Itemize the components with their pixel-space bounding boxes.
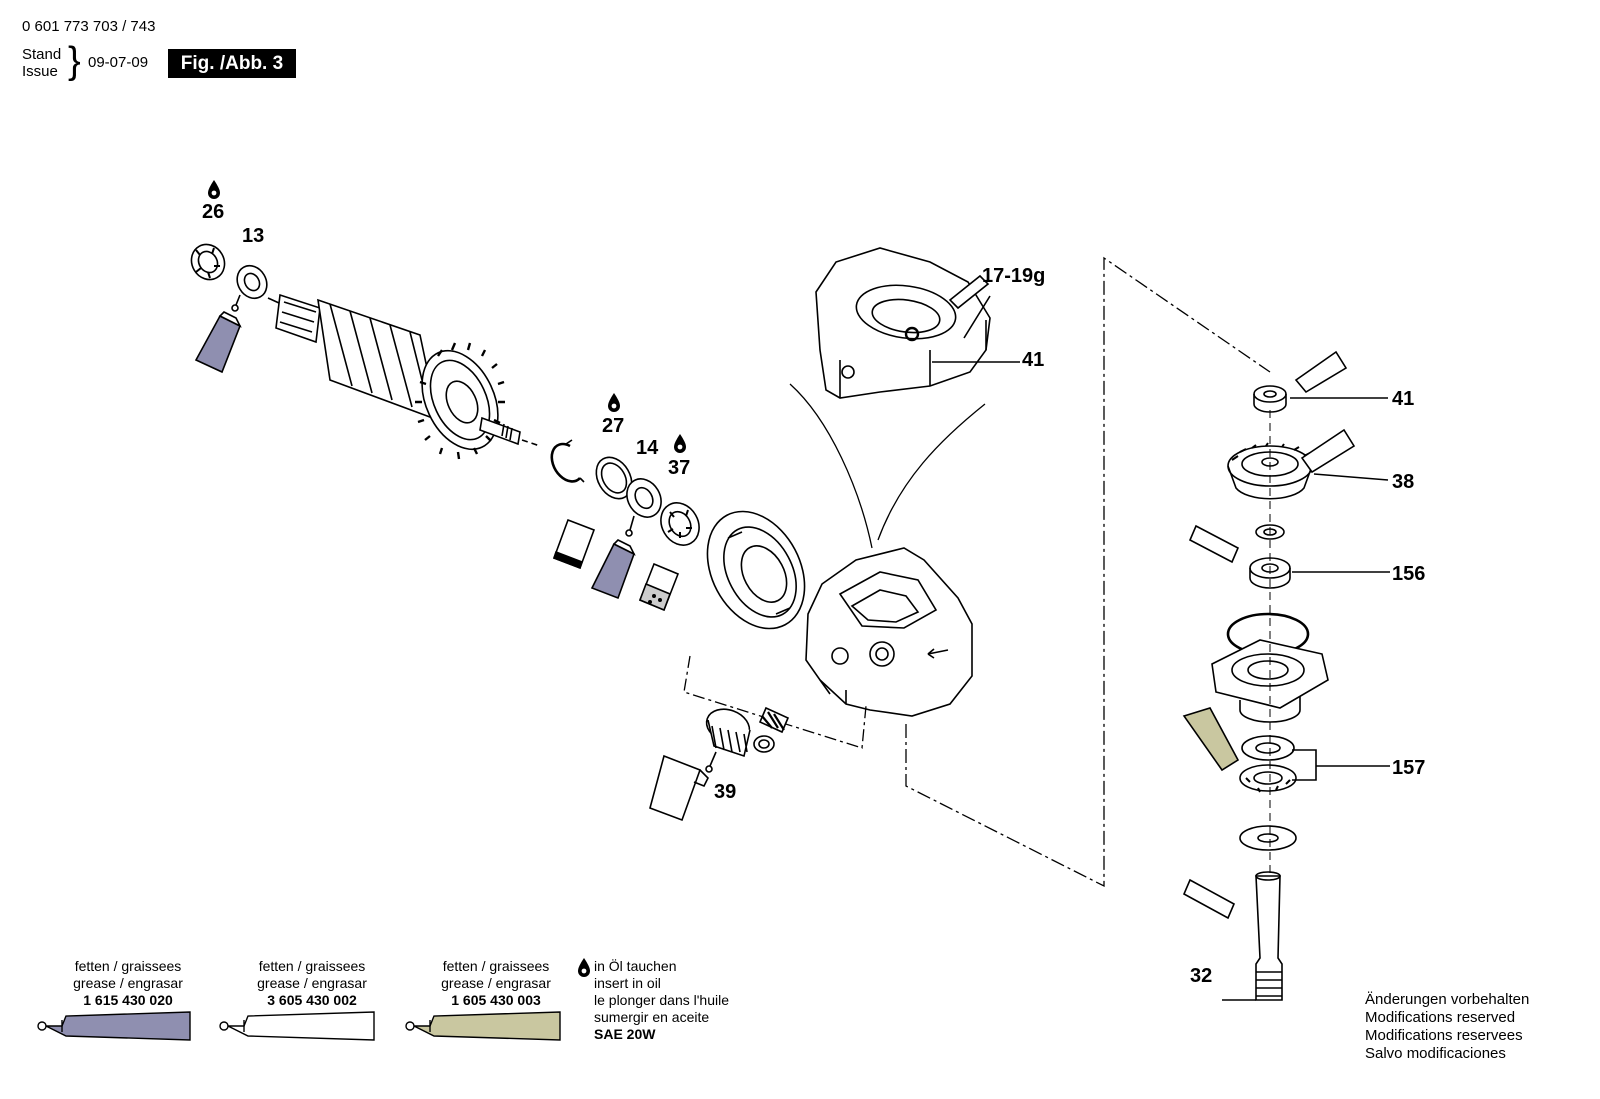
- part-label-38: 38: [1392, 471, 1414, 493]
- dashed-bracket-39: [683, 655, 867, 749]
- bearing-flange-icon: [706, 510, 806, 630]
- part-label-13: 13: [242, 225, 264, 247]
- mod-es: Salvo modificaciones: [1365, 1045, 1506, 1062]
- bearing-14-icon: [625, 478, 662, 537]
- mod-de: Änderungen vorbehalten: [1365, 991, 1530, 1008]
- connector-curves: [789, 383, 986, 549]
- bearing-157-icon: [1239, 735, 1297, 793]
- legend-3-line1: fetten / graissees: [442, 958, 550, 974]
- mod-fr: Modifications reservees: [1365, 1027, 1523, 1044]
- legend-1-line1: fetten / graissees: [74, 958, 182, 974]
- bearing-37-icon: [660, 502, 700, 546]
- part-label-17-19g: 17-19g: [982, 265, 1045, 287]
- legend-2-number: 3 605 430 002: [267, 992, 357, 1008]
- legend-grease-3: fetten / graissees grease / engrasar 1 6…: [430, 958, 562, 1009]
- legend-tubes: [37, 1011, 561, 1041]
- spindle-stack: [932, 295, 1390, 1001]
- oil-beaker-icon: [552, 518, 596, 570]
- oil-line2: insert in oil: [594, 975, 661, 991]
- bearing-set-group: [550, 439, 806, 630]
- oil-line3: le plonger dans l'huile: [594, 992, 729, 1008]
- gear-housing-top-icon: [815, 247, 991, 399]
- spindle-32-icon: [1255, 871, 1283, 1001]
- grease-tube-blue-icon-2: [590, 539, 636, 600]
- bearing-41-icon: [1253, 385, 1287, 413]
- legend-1-line2: grease / engrasar: [73, 975, 183, 991]
- part-label-32: 32: [1190, 965, 1212, 987]
- legend-3-number: 1 605 430 003: [451, 992, 541, 1008]
- oil-drop-icon-26: [208, 180, 220, 199]
- issue-label: Issue: [22, 63, 58, 80]
- part-label-157: 157: [1392, 757, 1425, 779]
- grease-tube-156-icon: [1188, 524, 1240, 564]
- legend-1-number: 1 615 430 020: [83, 992, 173, 1008]
- stand-issue-label: Stand Issue: [22, 46, 61, 80]
- part-label-14: 14: [636, 437, 659, 459]
- modifications-notice: Änderungen vorbehalten Modifications res…: [1365, 991, 1529, 1063]
- legend-2-line1: fetten / graissees: [258, 958, 366, 974]
- bearing-26-icon: [190, 243, 226, 281]
- oil-drop-icon-27: [608, 393, 620, 412]
- ring-27-icon: [595, 456, 633, 500]
- legend-tube-white-icon: [219, 1011, 375, 1041]
- pinion-39-icon: [649, 706, 790, 822]
- washer-bottom-icon: [1239, 825, 1297, 851]
- gear-housing-main-icon: [805, 547, 973, 717]
- grease-tube-41-icon: [1294, 350, 1348, 394]
- grease-tube-beige-icon: [1182, 707, 1240, 772]
- part-label-27: 27: [602, 415, 624, 437]
- part-label-156: 156: [1392, 563, 1425, 585]
- grease-tube-32-icon: [1182, 878, 1236, 920]
- legend-tube-beige-icon: [405, 1011, 561, 1041]
- mod-en: Modifications reserved: [1365, 1009, 1516, 1026]
- part-label-41-stack: 41: [1392, 388, 1414, 410]
- part-label-37: 37: [668, 457, 690, 479]
- legend-grease-2: fetten / graissees grease / engrasar 3 6…: [246, 958, 378, 1009]
- bearing-13-icon: [231, 264, 268, 312]
- model-number: 0 601 773 703 / 743: [22, 18, 156, 35]
- legend-2-line2: grease / engrasar: [257, 975, 367, 991]
- grease-tube-38-icon: [1300, 428, 1356, 474]
- legend-tube-blue-icon: [37, 1011, 191, 1041]
- oil-beaker-dotted-icon: [638, 562, 680, 612]
- part-label-26: 26: [202, 201, 224, 223]
- brace-glyph: }: [68, 40, 81, 82]
- oil-line4: sumergir en aceite: [594, 1009, 710, 1025]
- part-label-39: 39: [714, 781, 736, 803]
- issue-date: 09-07-09: [88, 54, 149, 71]
- circlip-icon: [550, 439, 585, 483]
- legend-3-line2: grease / engrasar: [441, 975, 551, 991]
- legend-oil: in Öl tauchen insert in oil le plonger d…: [580, 958, 729, 1043]
- part-label-41-housing: 41: [1022, 349, 1044, 371]
- legend-grease-1: fetten / graissees grease / engrasar 1 6…: [62, 958, 194, 1009]
- oil-line1: in Öl tauchen: [594, 958, 677, 974]
- grease-tube-blue-icon: [194, 311, 242, 374]
- stand-label: Stand: [22, 46, 62, 63]
- figure-badge: Fig. /Abb. 3: [168, 49, 296, 78]
- oil-line5: SAE 20W: [594, 1026, 656, 1042]
- oil-drop-icon-37: [674, 434, 686, 453]
- dashed-enclosure: [905, 256, 1271, 888]
- armature-icon: [267, 293, 521, 460]
- armature-group: [190, 243, 541, 460]
